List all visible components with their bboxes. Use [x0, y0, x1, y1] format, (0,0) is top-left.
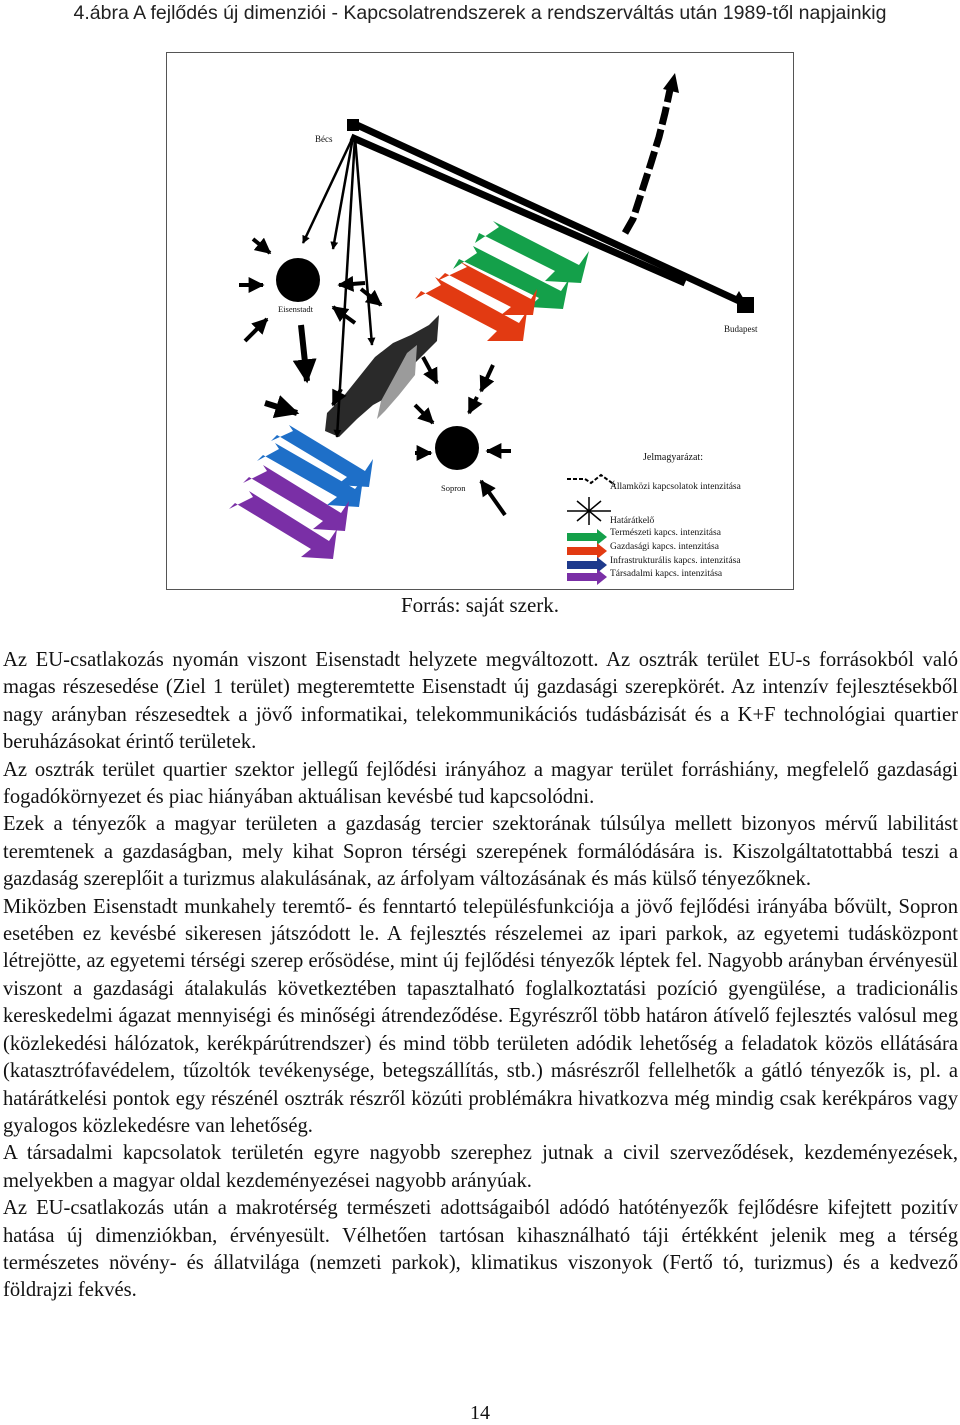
legend-state-symbol [567, 473, 616, 486]
legend-economic-swatch [567, 543, 607, 559]
lake-inner-shape [377, 345, 417, 419]
paragraph: Az osztrák terület quartier szektor jell… [3, 758, 958, 809]
figure-title: 4.ábra A fejlődés új dimenziói - Kapcsol… [73, 2, 887, 24]
state-relations-arrows [349, 73, 745, 305]
eisenstadt-marker [276, 258, 320, 302]
label-budapest: Budapest [724, 324, 758, 334]
paragraph: A társadalmi kapcsolatok területén egyre… [3, 1142, 958, 1192]
relations-map-figure: Bécs Budapest Eisenstadt Sopron [166, 52, 794, 590]
figure-caption: Forrás: saját szerk. [400, 593, 560, 617]
border-crossing-icon [567, 497, 611, 525]
legend-natural: Természeti kapcs. intenzitása [610, 528, 722, 538]
paragraph: Az EU-csatlakozás nyomán viszont Eisenst… [3, 649, 958, 754]
legend-border-crossing: Határátkelő [610, 516, 655, 526]
legend-infrastructure: Infrastrukturális kapcs. intenzitása [610, 555, 741, 566]
paragraph: Az EU-csatlakozás után a makrotérség ter… [3, 1197, 958, 1302]
legend-state-relations: Államközi kapcsolatok intenzitása [610, 480, 742, 492]
infrastructure-relations-arrows [257, 425, 373, 507]
economic-relations-arrows [415, 261, 537, 341]
natural-relations-arrows [453, 221, 589, 309]
sopron-rays [413, 356, 511, 517]
page-number: 14 [470, 1402, 490, 1424]
legend-social-swatch [567, 569, 607, 585]
legend-infrastructure-swatch [567, 557, 607, 573]
relations-map: Bécs Budapest Eisenstadt Sopron [229, 73, 758, 585]
label-becs: Bécs [315, 134, 333, 144]
label-eisenstadt: Eisenstadt [278, 304, 314, 314]
sopron-marker [435, 426, 479, 470]
legend-social: Társadalmi kapcs. intenzitása [610, 569, 723, 579]
paragraph: Miközben Eisenstadt munkahely teremtő- é… [3, 895, 958, 1137]
legend-natural-swatch [567, 529, 607, 545]
eisenstadt-rays [239, 237, 383, 419]
paragraph: Ezek a tényezők a magyar területen a gaz… [3, 813, 958, 891]
legend: Jelmagyarázat: Államközi kapcsolatok int… [567, 452, 742, 585]
body-text: Az EU-csatlakozás nyomán viszont Eisenst… [3, 647, 958, 1305]
lake-shape [325, 315, 439, 437]
legend-title: Jelmagyarázat: [643, 452, 703, 463]
legend-economic: Gazdasági kapcs. intenzitása [610, 542, 720, 552]
label-sopron: Sopron [441, 483, 466, 493]
social-relations-arrows [229, 465, 349, 559]
